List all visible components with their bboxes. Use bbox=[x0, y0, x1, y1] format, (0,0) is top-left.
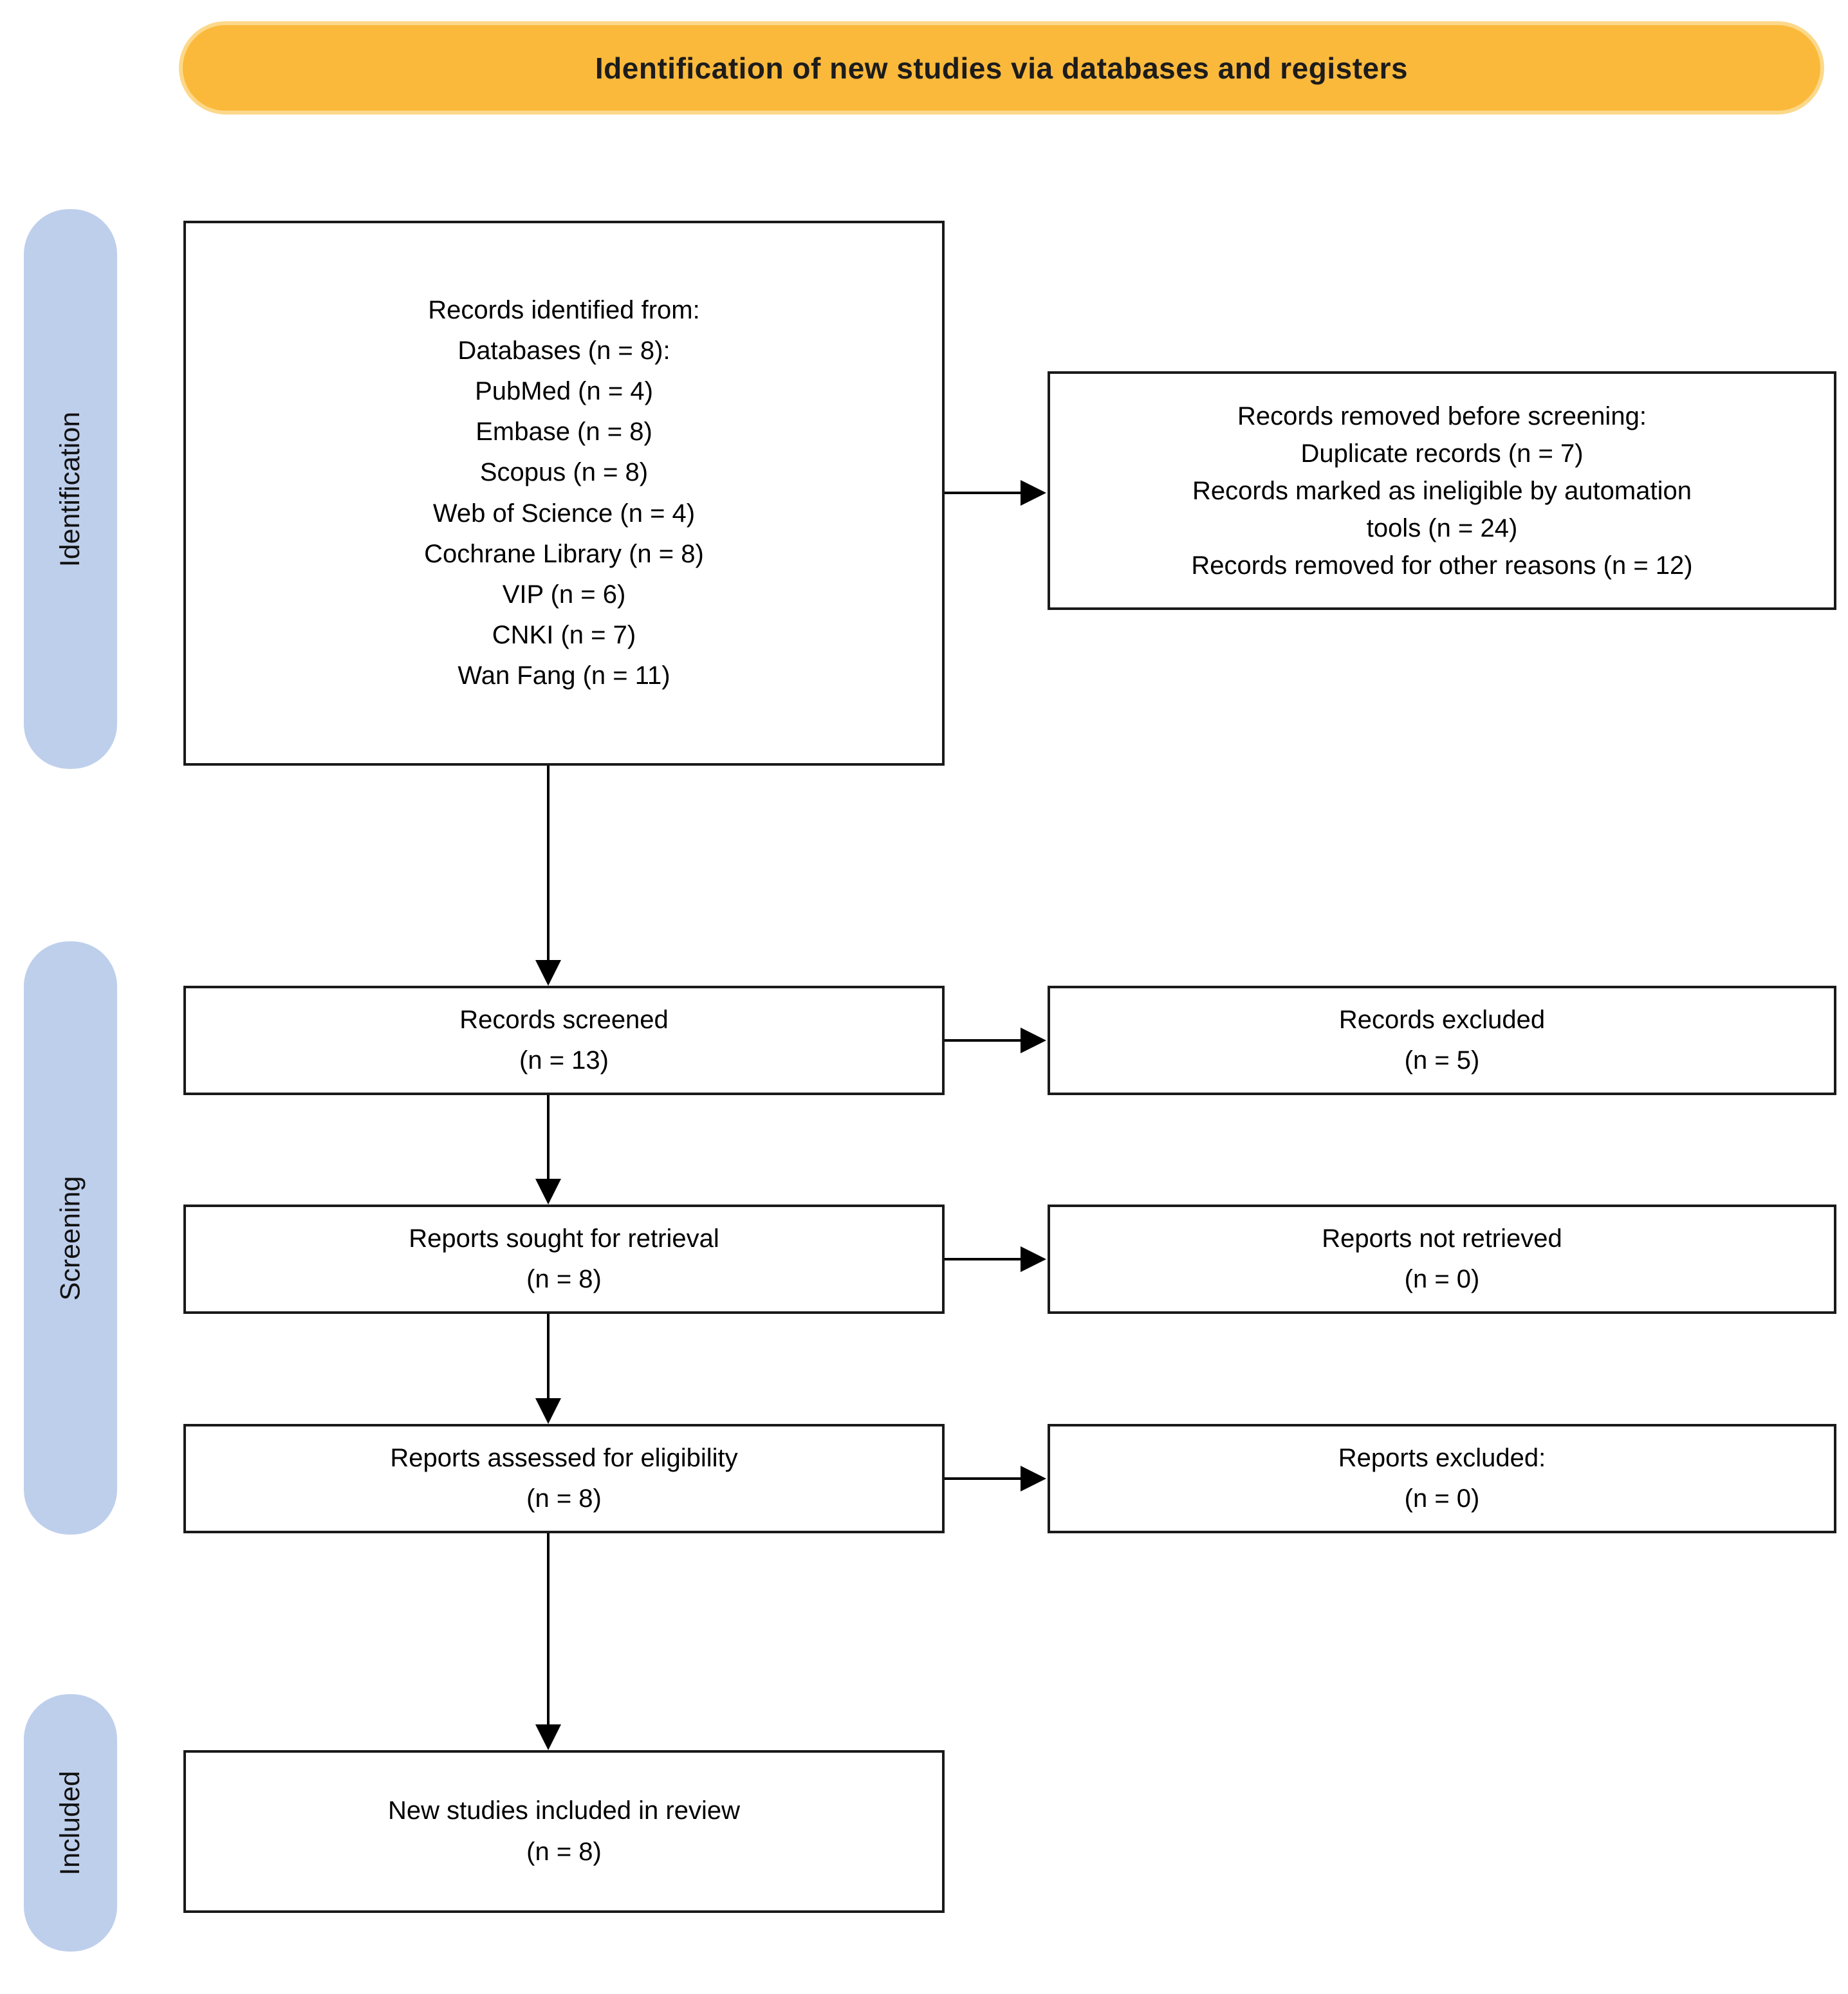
box-line: VIP (n = 6) bbox=[502, 580, 626, 609]
box-line: Reports excluded: bbox=[1338, 1443, 1546, 1472]
new-studies-included-box: New studies included in review (n = 8) bbox=[183, 1750, 945, 1913]
reports-sought-box: Reports sought for retrieval (n = 8) bbox=[183, 1205, 945, 1314]
box-line: (n = 13) bbox=[519, 1046, 609, 1075]
box-line: Wan Fang (n = 11) bbox=[457, 661, 670, 690]
records-removed-box: Records removed before screening: Duplic… bbox=[1048, 371, 1836, 610]
arrow-assessed-to-excluded bbox=[945, 1477, 1021, 1480]
arrow-identified-to-removed bbox=[945, 492, 1021, 494]
box-line: Records marked as ineligible by automati… bbox=[1192, 476, 1692, 505]
box-line: Scopus (n = 8) bbox=[479, 458, 649, 487]
box-line: Reports assessed for eligibility bbox=[390, 1443, 738, 1472]
box-line: (n = 8) bbox=[526, 1484, 602, 1513]
box-line: CNKI (n = 7) bbox=[492, 621, 636, 650]
box-line: New studies included in review bbox=[388, 1796, 740, 1825]
box-line: Web of Science (n = 4) bbox=[432, 499, 696, 528]
stage-label-identification: Identification bbox=[55, 411, 86, 567]
box-line: (n = 5) bbox=[1404, 1046, 1480, 1075]
box-line: Cochrane Library (n = 8) bbox=[424, 539, 704, 568]
box-line: (n = 8) bbox=[526, 1265, 602, 1293]
stage-label-screening: Screening bbox=[55, 1176, 86, 1300]
box-line: Records screened bbox=[459, 1005, 669, 1034]
reports-excluded-box: Reports excluded: (n = 0) bbox=[1048, 1424, 1836, 1533]
box-line: Records excluded bbox=[1338, 1005, 1546, 1034]
arrow-identified-to-screened bbox=[547, 766, 550, 960]
box-line: Records removed for other reasons (n = 1… bbox=[1191, 551, 1693, 580]
arrow-screened-to-sought bbox=[547, 1095, 550, 1179]
banner-title: Identification of new studies via databa… bbox=[179, 21, 1824, 115]
stage-band-screening: Screening bbox=[24, 941, 117, 1535]
reports-not-retrieved-box: Reports not retrieved (n = 0) bbox=[1048, 1205, 1836, 1314]
box-line: Duplicate records (n = 7) bbox=[1300, 439, 1584, 468]
box-line: (n = 8) bbox=[526, 1837, 602, 1866]
box-line: Records identified from: bbox=[428, 295, 700, 324]
stage-band-included: Included bbox=[24, 1694, 117, 1952]
box-line: Databases (n = 8): bbox=[457, 336, 670, 365]
stage-band-identification: Identification bbox=[24, 209, 117, 769]
records-excluded-box: Records excluded (n = 5) bbox=[1048, 986, 1836, 1095]
box-line: Records removed before screening: bbox=[1237, 402, 1647, 430]
box-line: (n = 0) bbox=[1404, 1484, 1480, 1513]
arrow-sought-to-assessed bbox=[547, 1314, 550, 1398]
box-line: (n = 0) bbox=[1404, 1265, 1480, 1293]
box-line: tools (n = 24) bbox=[1366, 513, 1518, 542]
records-identified-box: Records identified from: Databases (n = … bbox=[183, 221, 945, 766]
box-line: PubMed (n = 4) bbox=[475, 376, 653, 405]
box-line: Embase (n = 8) bbox=[476, 418, 652, 447]
arrow-assessed-to-included bbox=[547, 1533, 550, 1724]
stage-label-included: Included bbox=[55, 1770, 86, 1876]
records-screened-box: Records screened (n = 13) bbox=[183, 986, 945, 1095]
box-line: Reports not retrieved bbox=[1322, 1224, 1562, 1253]
reports-assessed-box: Reports assessed for eligibility (n = 8) bbox=[183, 1424, 945, 1533]
box-line: Reports sought for retrieval bbox=[409, 1224, 719, 1253]
arrow-screened-to-excluded bbox=[945, 1039, 1021, 1042]
arrow-sought-to-not-retrieved bbox=[945, 1258, 1021, 1260]
